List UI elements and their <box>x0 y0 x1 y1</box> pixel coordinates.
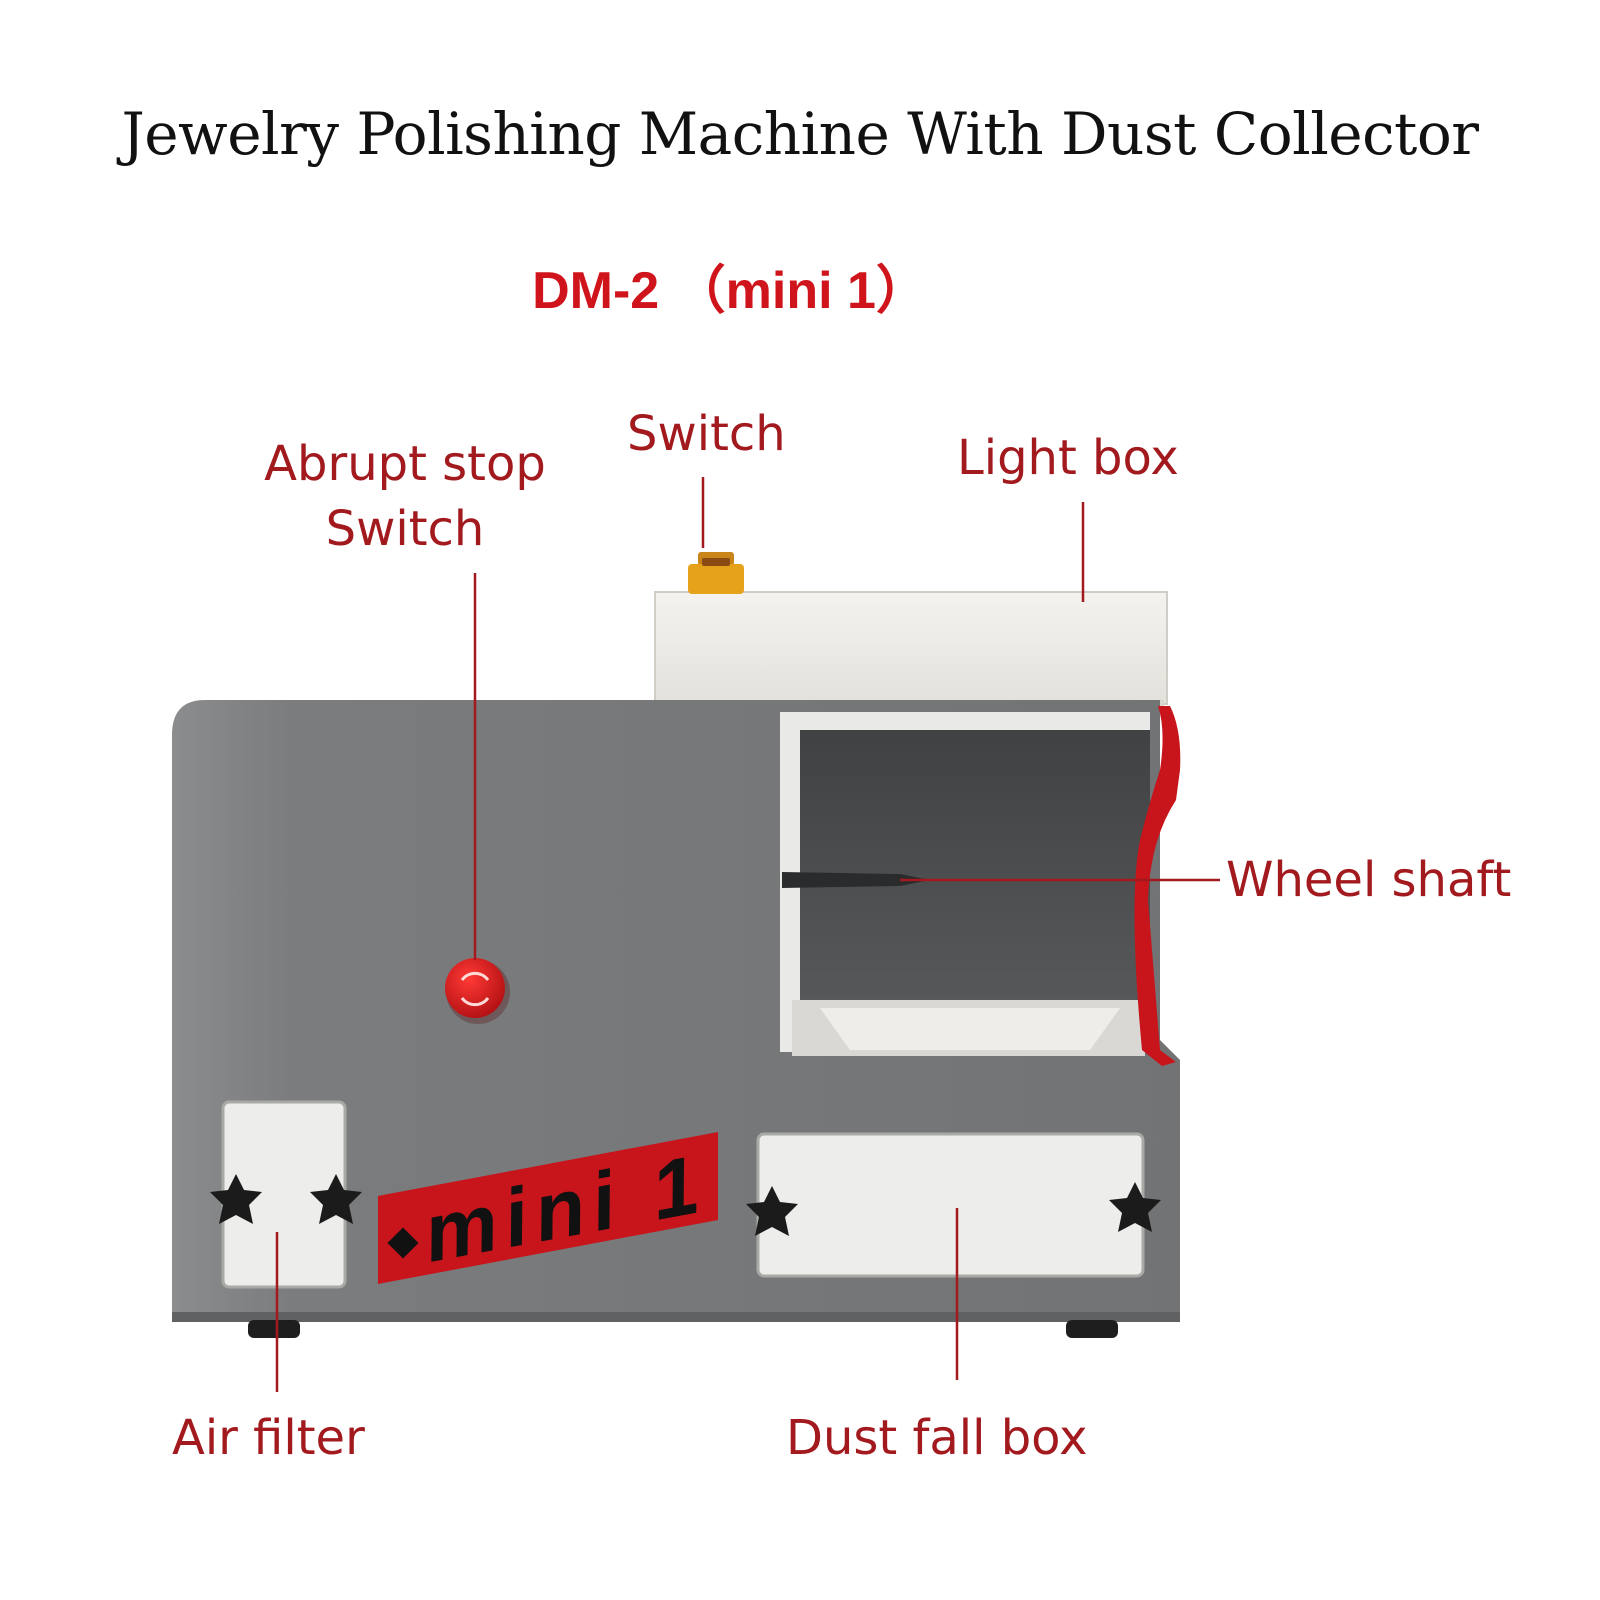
label-light-box: Light box <box>957 430 1179 486</box>
label-air-filter: Air filter <box>172 1410 365 1466</box>
page-title: Jewelry Polishing Machine With Dust Coll… <box>121 100 1479 168</box>
power-switch-icon <box>688 552 744 594</box>
light-box <box>654 591 1168 705</box>
star-knob-icon <box>210 1174 262 1224</box>
label-dust-fall-box: Dust fall box <box>786 1410 1088 1466</box>
label-wheel-shaft: Wheel shaft <box>1226 852 1512 908</box>
star-knob-icon <box>1109 1182 1161 1232</box>
hood-trim <box>1134 706 1181 1066</box>
label-switch: Switch <box>627 406 786 462</box>
wheel-shaft <box>782 872 930 888</box>
foot <box>248 1320 300 1338</box>
emergency-stop-button-icon <box>445 958 510 1024</box>
foot <box>1066 1320 1118 1338</box>
label-abrupt-stop-switch: Abrupt stop Switch <box>264 436 546 557</box>
star-knob-icon <box>310 1174 362 1224</box>
dust-fall-box-panel <box>756 1132 1145 1278</box>
star-knob-icon <box>746 1186 798 1236</box>
model-name: DM-2 （mini 1） <box>532 262 928 320</box>
